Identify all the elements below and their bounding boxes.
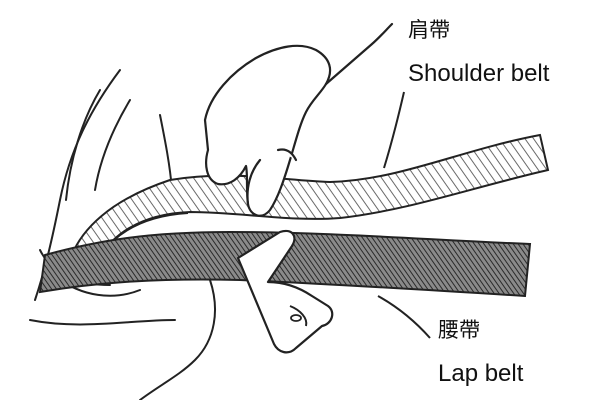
shoulder-belt-label-chinese: 肩帶: [408, 20, 450, 41]
lap-belt-label-english: Lap belt: [438, 362, 523, 386]
lap-belt-leader: [378, 296, 430, 338]
shoulder-belt-label-english: Shoulder belt: [408, 62, 549, 86]
shoulder-belt-leader: [384, 92, 404, 168]
lap-belt-label-chinese: 腰帶: [438, 320, 480, 341]
